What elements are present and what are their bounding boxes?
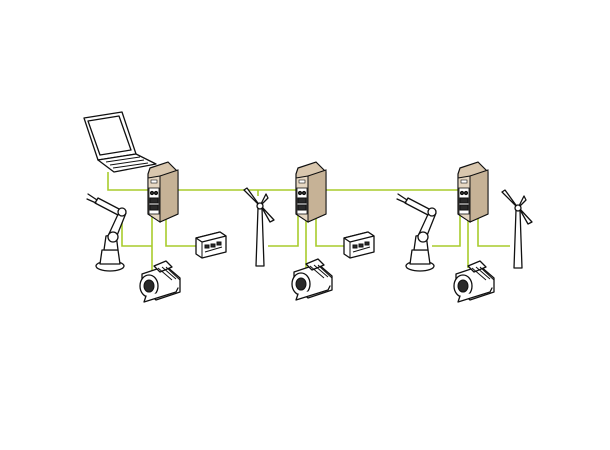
network-gateway-icon [147, 161, 179, 223]
robot-arm-icon [86, 193, 127, 272]
electric-motor-icon [453, 260, 495, 303]
wind-turbine-icon [501, 189, 533, 269]
laptop-icon [83, 111, 157, 173]
network-gateway-icon [457, 161, 489, 223]
robot-arm-icon [396, 193, 437, 272]
controller-box-icon [195, 231, 227, 259]
network-lines [107, 172, 510, 272]
electric-motor-icon [291, 258, 333, 301]
wind-turbine-icon [243, 187, 275, 267]
controller-box-icon [343, 231, 375, 259]
electric-motor-icon [139, 260, 181, 303]
network-gateway-icon [295, 161, 327, 223]
